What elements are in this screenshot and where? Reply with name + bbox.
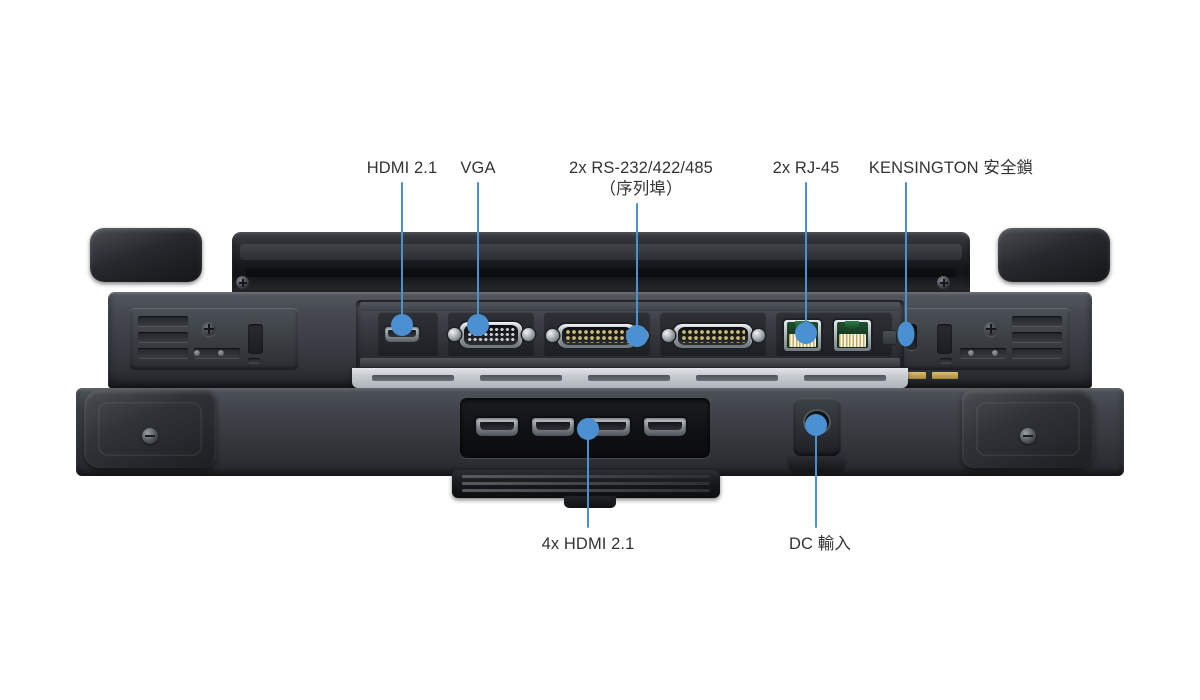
callout-dot-hdmi-4x: [577, 418, 599, 440]
vent-louvre: [804, 375, 886, 381]
serial-jackscrew: [546, 329, 559, 342]
vga-jackscrew: [522, 328, 535, 341]
hdmi-port[interactable]: [476, 418, 518, 436]
serial-pins: [681, 329, 745, 343]
callout-label-dc-in: DC 輸入: [789, 534, 851, 555]
corner-bumper-left: [84, 390, 216, 468]
callout-leader-rj-45: [804, 182, 808, 330]
hinge-screw-left: [236, 276, 249, 289]
hdmi-port[interactable]: [644, 418, 686, 436]
vent-slot: [1012, 348, 1062, 358]
plate-tab: [937, 324, 952, 354]
callout-label-vga: VGA: [460, 158, 495, 179]
callout-label-rj-45: 2x RJ-45: [773, 158, 840, 179]
callout-leader-hdmi-4x: [586, 432, 590, 528]
callout-label-hdmi-4x: 4x HDMI 2.1: [542, 534, 635, 555]
latch-groove: [462, 489, 710, 492]
callout-label-line: （序列埠）: [599, 180, 683, 198]
callout-label-line: HDMI 2.1: [366, 159, 438, 177]
callout-label-line: 2x RS-232/422/485: [569, 159, 713, 177]
latch-foot: [564, 496, 616, 508]
plate-hole: [992, 350, 998, 356]
callout-leader-dc-in: [814, 428, 818, 528]
vent-slot: [138, 348, 188, 358]
vent-slot: [960, 348, 1006, 358]
display-lid: [232, 232, 970, 298]
callout-leader-vga: [476, 182, 480, 322]
vent-strip: [352, 368, 908, 388]
callout-label-hdmi-2-1: HDMI 2.1: [367, 158, 437, 179]
serial-port[interactable]: [674, 324, 752, 348]
hdmi-port[interactable]: [532, 418, 574, 436]
left-side-plate: [130, 308, 298, 370]
vent-slot: [138, 316, 188, 326]
hdmi-port-cavity: [648, 422, 682, 430]
callout-leader-hdmi-2-1: [400, 182, 404, 322]
plate-hole: [194, 350, 200, 356]
callout-dot-dc-in: [805, 414, 827, 436]
callout-label-line: VGA: [460, 159, 496, 177]
latch-groove: [462, 475, 710, 478]
plate-notch: [248, 358, 260, 363]
vent-slot: [1012, 316, 1062, 326]
rj45-port[interactable]: [834, 320, 871, 351]
rj45-contacts: [839, 334, 866, 347]
plate-screw: [984, 322, 998, 336]
plate-notch: [940, 358, 952, 363]
serial-port[interactable]: [558, 324, 636, 348]
right-side-plate: [902, 308, 1070, 370]
callout-dot-kensington-lock: [897, 321, 915, 347]
hdmi-port-cavity: [592, 422, 626, 430]
callout-label-line: KENSINGTON 安全鎖: [868, 159, 1034, 177]
plate-screw: [202, 322, 216, 336]
lid-hinge-cap-right: [998, 228, 1110, 282]
plate-hole: [218, 350, 224, 356]
plate-hole: [968, 350, 974, 356]
hdmi-port-cavity: [536, 422, 570, 430]
rj45-latch: [845, 321, 859, 328]
serial-jackscrew: [662, 329, 675, 342]
lid-band-upper: [240, 244, 962, 260]
vent-slot: [138, 332, 188, 342]
callout-dot-serial-ports: [626, 325, 648, 347]
callout-label-line: 2x RJ-45: [772, 159, 840, 177]
callout-label-line: DC 輸入: [789, 535, 851, 553]
vent-louvre: [696, 375, 778, 381]
bumper-screw: [1020, 428, 1036, 444]
callout-label-serial-ports: 2x RS-232/422/485 （序列埠）: [569, 158, 713, 200]
latch-groove: [462, 482, 710, 485]
plate-tab: [248, 324, 263, 354]
lid-band-lower: [246, 268, 956, 277]
dock-contact-pad: [900, 372, 926, 379]
bay-rail-bottom: [360, 358, 900, 367]
callout-label-kensington-lock: KENSINGTON 安全鎖: [869, 158, 1033, 179]
vent-slot: [194, 348, 240, 358]
callout-leader-kensington-lock: [904, 182, 908, 330]
hinge-screw-right: [937, 276, 950, 289]
vent-slot: [1012, 332, 1062, 342]
vent-louvre: [480, 375, 562, 381]
serial-jackscrew: [752, 329, 765, 342]
hdmi-port-cavity: [480, 422, 514, 430]
lid-hinge-cap-left: [90, 228, 202, 282]
vent-louvre: [372, 375, 454, 381]
vent-louvre: [588, 375, 670, 381]
vga-jackscrew: [448, 328, 461, 341]
kensington-lock-icon: [882, 330, 897, 345]
callout-dot-vga: [467, 314, 489, 336]
dock-contact-pad: [932, 372, 958, 379]
callout-dot-hdmi-2-1: [391, 314, 413, 336]
callout-dot-rj-45: [795, 322, 817, 344]
corner-bumper-right: [962, 390, 1094, 468]
callout-label-line: 4x HDMI 2.1: [541, 535, 635, 553]
bay-rail-top: [360, 302, 900, 311]
bumper-screw: [142, 428, 158, 444]
callout-leader-serial-ports: [635, 203, 639, 332]
bottom-latch-bar: [452, 470, 720, 508]
serial-pins: [565, 329, 629, 343]
